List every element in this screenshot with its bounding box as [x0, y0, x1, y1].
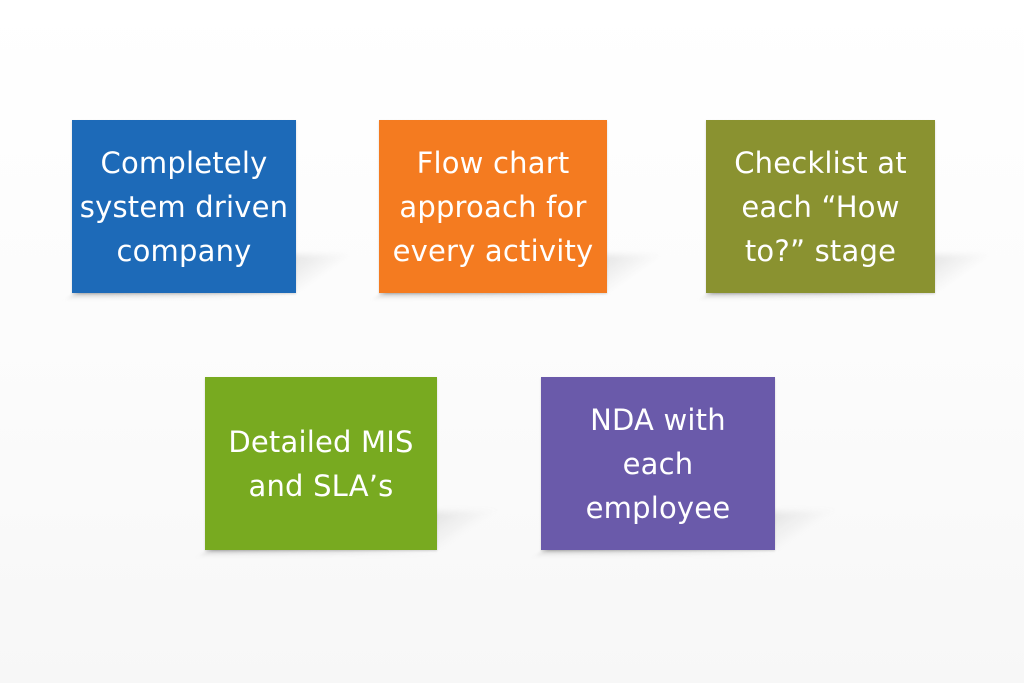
- card-box: Checklist at each “How to?” stage: [706, 120, 935, 293]
- card-box: NDA with each employee: [541, 377, 775, 550]
- card-box: Detailed MIS and SLA’s: [205, 377, 437, 550]
- card-mis-sla: Detailed MIS and SLA’s: [205, 377, 496, 552]
- card-nda: NDA with each employee: [541, 377, 834, 552]
- card-label: Detailed MIS and SLA’s: [228, 424, 414, 503]
- card-label: Flow chart approach for every activity: [392, 145, 594, 268]
- card-box: Flow chart approach for every activity: [379, 120, 607, 293]
- card-checklist: Checklist at each “How to?” stage: [706, 120, 994, 295]
- card-label: Completely system driven company: [79, 145, 289, 268]
- card-system-driven: Completely system driven company: [72, 120, 355, 295]
- card-box: Completely system driven company: [72, 120, 296, 293]
- card-label: NDA with each employee: [585, 402, 731, 525]
- card-flow-chart: Flow chart approach for every activity: [379, 120, 666, 295]
- card-label: Checklist at each “How to?” stage: [734, 145, 907, 268]
